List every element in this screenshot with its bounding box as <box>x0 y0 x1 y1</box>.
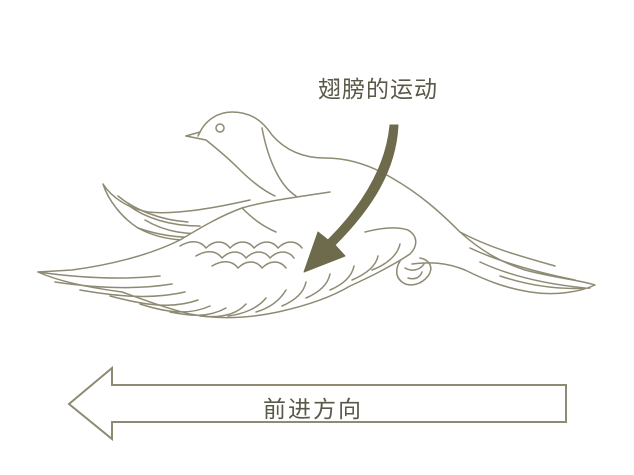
bird-eye <box>215 123 225 133</box>
wing-motion-arrow <box>303 124 399 273</box>
forward-direction-arrow <box>67 365 567 442</box>
bird-illustration <box>37 111 596 319</box>
wing-motion-label: 翅膀的运动 <box>318 77 438 103</box>
forward-direction-label: 前进方向 <box>263 397 363 423</box>
near-wing <box>37 191 417 319</box>
bird-body <box>185 111 596 295</box>
